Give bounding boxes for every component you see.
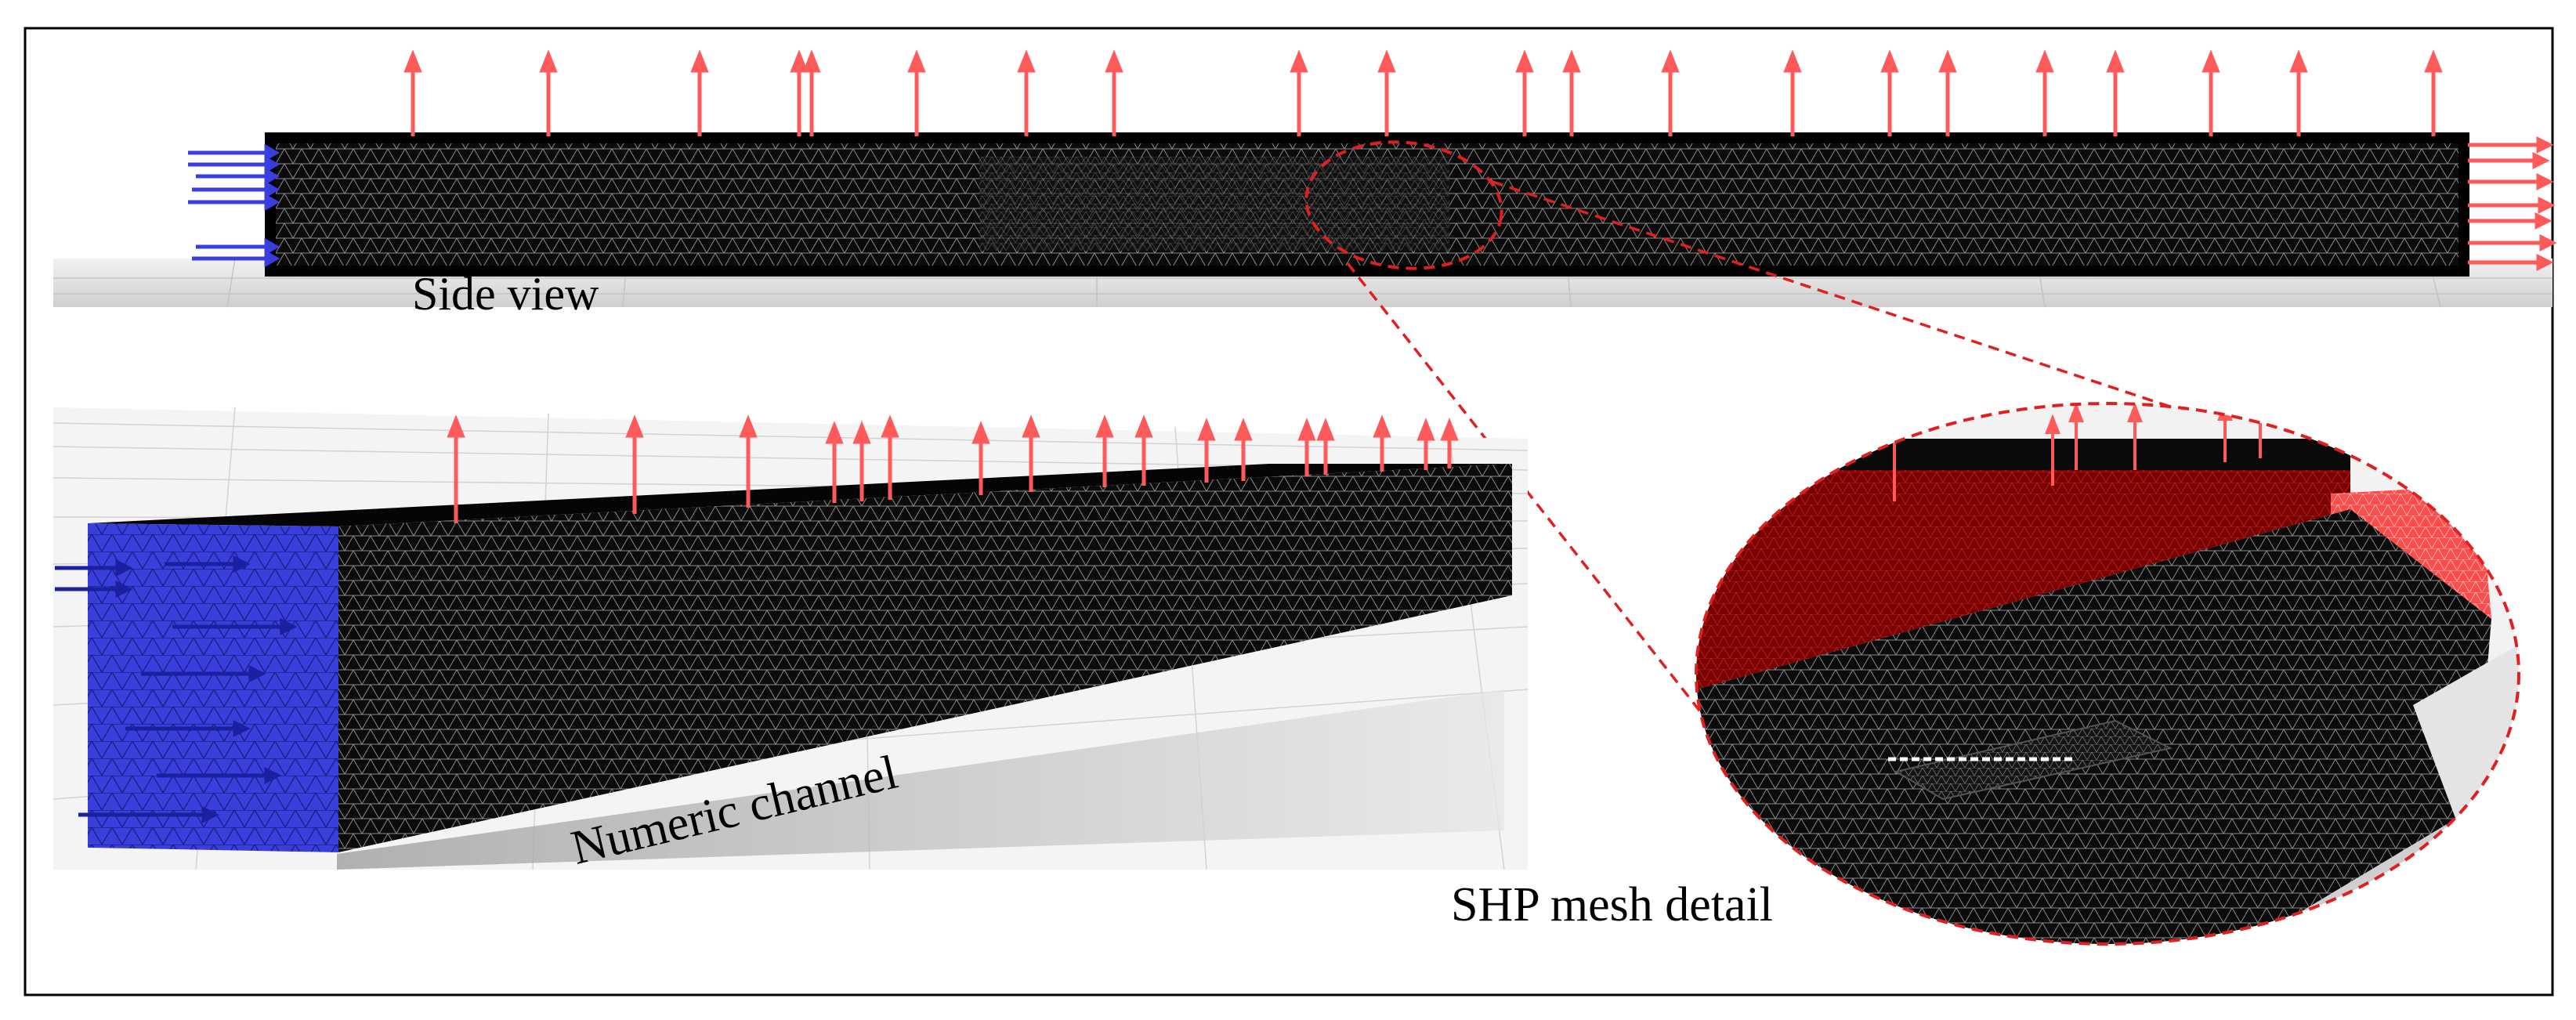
channel-shadow [337,689,1504,870]
shp-mesh-detail-label: SHP mesh detail [1451,878,1774,931]
detail-dashed-ellipse [1695,402,2520,946]
detail-top-face-red [1696,439,2350,689]
channel-inlet-face [88,523,338,852]
side-view-panel [53,49,2557,308]
channel-top-arrows [447,414,1459,523]
callout-connector-lines [1346,180,2390,713]
side-outlet-arrows [2468,136,2557,272]
channel-inlet-arrows [55,555,298,824]
numeric-channel-panel [52,407,1529,870]
channel-side-face [338,464,1512,852]
side-top-arrows [403,49,2443,136]
detail-callout-ellipse [1304,140,1503,270]
side-inlet-arrows [188,143,280,268]
side-view-label: Side view [412,268,599,320]
channel-top-face [88,464,1512,526]
